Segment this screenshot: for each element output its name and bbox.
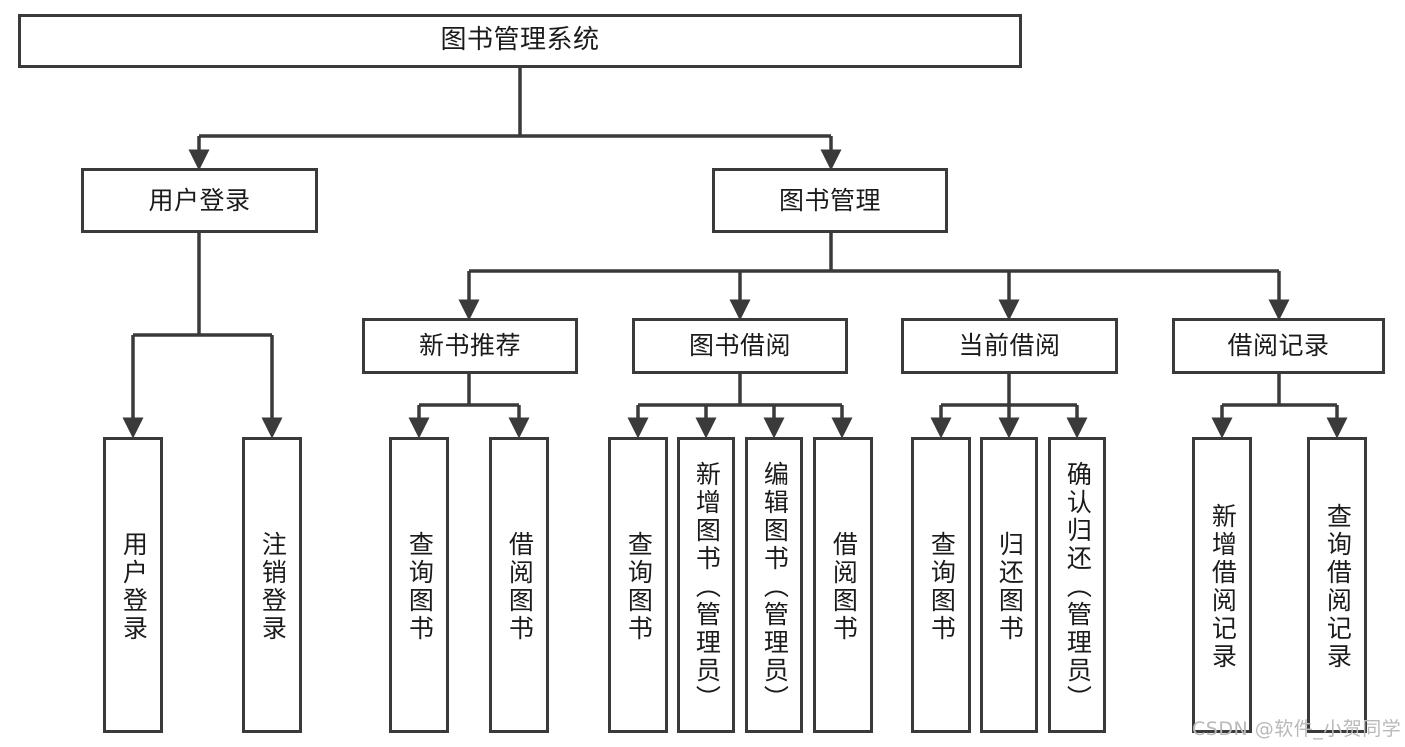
leaf-cb-return-book[interactable]: 归还图书 <box>980 437 1038 733</box>
leaf-nb-borrow-book-label: 借阅图书 <box>505 531 535 643</box>
leaf-bb-edit-book-label: 编辑图书（管理员） <box>760 461 790 713</box>
leaf-cb-search-book[interactable]: 查询图书 <box>911 437 971 733</box>
leaf-br-add-record-label: 新增借阅记录 <box>1208 503 1238 671</box>
csdn-watermark: CSDN @软件_小贺同学 <box>1192 718 1402 740</box>
leaf-br-add-record[interactable]: 新增借阅记录 <box>1192 437 1252 733</box>
leaf-cb-confirm-return-label: 确认归还（管理员） <box>1063 461 1093 713</box>
leaf-user-login-label: 用户登录 <box>119 531 149 643</box>
node-root-system[interactable]: 图书管理系统 <box>18 14 1022 68</box>
node-book-management-label: 图书管理 <box>778 185 881 215</box>
leaf-cb-search-book-label: 查询图书 <box>927 531 957 643</box>
leaf-nb-search-book[interactable]: 查询图书 <box>389 437 449 733</box>
leaf-bb-add-book-label: 新增图书（管理员） <box>692 461 722 713</box>
node-root-system-label: 图书管理系统 <box>440 25 600 56</box>
leaf-br-search-record-label: 查询借阅记录 <box>1323 503 1353 671</box>
node-new-book-recommend[interactable]: 新书推荐 <box>362 318 578 374</box>
leaf-bb-search-book-label: 查询图书 <box>624 531 654 643</box>
node-user-login-label: 用户登录 <box>148 185 251 215</box>
leaf-br-search-record[interactable]: 查询借阅记录 <box>1307 437 1367 733</box>
leaf-cb-return-book-label: 归还图书 <box>995 531 1025 643</box>
leaf-bb-add-book[interactable]: 新增图书（管理员） <box>677 437 735 733</box>
leaf-nb-search-book-label: 查询图书 <box>405 531 435 643</box>
leaf-bb-borrow-book[interactable]: 借阅图书 <box>813 437 873 733</box>
leaf-logout-label: 注销登录 <box>258 531 288 643</box>
leaf-user-login[interactable]: 用户登录 <box>103 437 163 733</box>
leaf-bb-search-book[interactable]: 查询图书 <box>608 437 668 733</box>
node-current-borrow[interactable]: 当前借阅 <box>901 318 1118 374</box>
node-new-book-recommend-label: 新书推荐 <box>418 331 521 360</box>
node-book-borrow[interactable]: 图书借阅 <box>632 318 848 374</box>
node-current-borrow-label: 当前借阅 <box>958 331 1061 360</box>
node-user-login[interactable]: 用户登录 <box>81 168 318 233</box>
leaf-bb-edit-book[interactable]: 编辑图书（管理员） <box>745 437 803 733</box>
node-book-management[interactable]: 图书管理 <box>712 168 948 233</box>
leaf-bb-borrow-book-label: 借阅图书 <box>829 531 859 643</box>
node-book-borrow-label: 图书借阅 <box>688 331 791 360</box>
leaf-cb-confirm-return[interactable]: 确认归还（管理员） <box>1048 437 1106 733</box>
node-borrow-record-label: 借阅记录 <box>1227 331 1330 360</box>
node-borrow-record[interactable]: 借阅记录 <box>1172 318 1385 374</box>
leaf-logout[interactable]: 注销登录 <box>242 437 302 733</box>
leaf-nb-borrow-book[interactable]: 借阅图书 <box>489 437 549 733</box>
